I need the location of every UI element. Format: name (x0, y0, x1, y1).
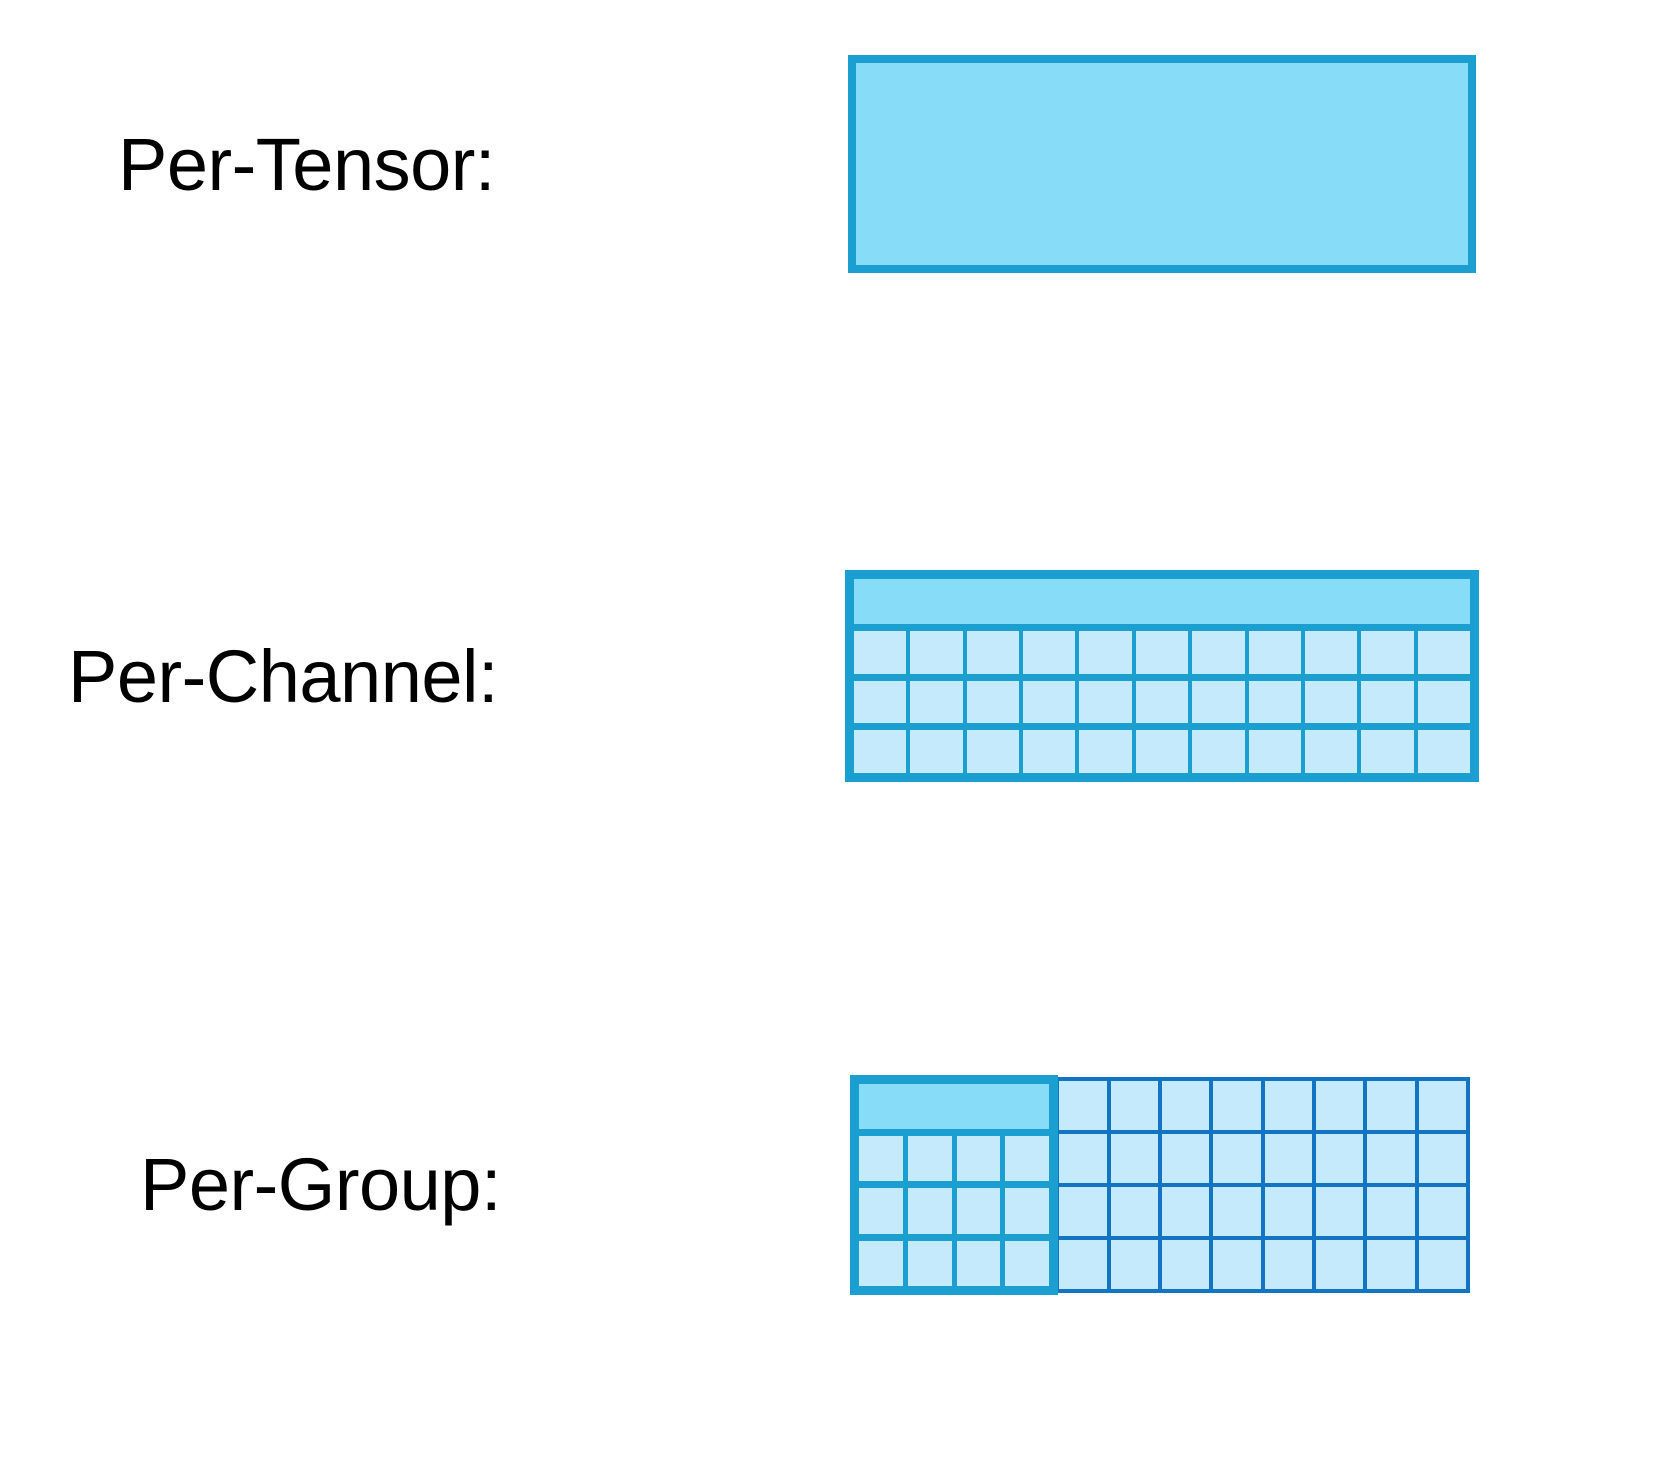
grid-cell (1304, 631, 1358, 674)
per-group-label: Per-Group: (140, 1143, 502, 1226)
grid-cell (1023, 631, 1076, 674)
per-group-highlighted-group (850, 1075, 1058, 1295)
grid-cell (907, 1136, 952, 1182)
grid-cell (966, 730, 1020, 774)
grid-cell (1264, 1081, 1312, 1130)
grid-cell (966, 680, 1020, 724)
grid-cell (1161, 1240, 1210, 1289)
grid-cell (1192, 631, 1245, 674)
grid-cell (1005, 1240, 1049, 1286)
grid-cell (1418, 1134, 1466, 1183)
grid-cell (1213, 1187, 1261, 1236)
grid-cell (1417, 730, 1470, 774)
per-channel-grid-row (854, 631, 1470, 674)
grid-cell (1213, 1240, 1261, 1289)
grid-cell (1315, 1134, 1364, 1183)
grid-cell (859, 1136, 903, 1182)
per-tensor-label: Per-Tensor: (118, 123, 495, 206)
grid-cell (1192, 730, 1245, 774)
grid-cell (1213, 1134, 1261, 1183)
grid-cell (1367, 1187, 1415, 1236)
per-group-group-row (859, 1136, 1049, 1182)
grid-cell (1264, 1240, 1312, 1289)
grid-cell (1418, 1081, 1466, 1130)
per-group-highlighted-group-row (859, 1084, 1049, 1129)
grid-cell (1161, 1081, 1210, 1130)
grid-cell (1417, 680, 1470, 724)
grid-cell (907, 1240, 952, 1286)
grid-cell (859, 1188, 903, 1234)
grid-cell (859, 1240, 903, 1286)
grid-cell (1079, 631, 1132, 674)
grid-cell (1023, 730, 1076, 774)
grid-cell (1110, 1187, 1158, 1236)
grid-cell (1418, 1187, 1466, 1236)
grid-cell (1367, 1134, 1415, 1183)
grid-cell (1248, 680, 1301, 724)
grid-cell (854, 730, 907, 774)
grid-cell (854, 680, 907, 724)
grid-cell (910, 631, 963, 674)
grid-cell (956, 1136, 1001, 1182)
per-group-tensor-shape (850, 1075, 1470, 1295)
grid-cell (956, 1188, 1001, 1234)
grid-cell (1248, 730, 1301, 774)
per-channel-grid-row (854, 730, 1470, 774)
grid-cell (1110, 1081, 1158, 1130)
grid-cell (1059, 1240, 1107, 1289)
grid-cell (1361, 631, 1414, 674)
grid-cell (910, 730, 963, 774)
per-channel-tensor-shape (845, 570, 1479, 782)
grid-cell (1161, 1187, 1210, 1236)
grid-cell (1213, 1081, 1261, 1130)
grid-cell (1315, 1187, 1364, 1236)
grid-cell (1135, 730, 1189, 774)
per-tensor-tensor-shape (848, 55, 1476, 273)
per-channel-grid (854, 631, 1470, 774)
per-channel-grid-row (854, 680, 1470, 724)
grid-cell (1367, 1240, 1415, 1289)
grid-cell (907, 1188, 952, 1234)
grid-cell (1161, 1134, 1210, 1183)
grid-cell (854, 631, 907, 674)
grid-cell (966, 631, 1020, 674)
grid-cell (1110, 1134, 1158, 1183)
grid-cell (1361, 730, 1414, 774)
grid-cell (1059, 1187, 1107, 1236)
grid-cell (1192, 680, 1245, 724)
grid-cell (1059, 1134, 1107, 1183)
per-channel-highlighted-channel (854, 579, 1470, 624)
grid-cell (1023, 680, 1076, 724)
grid-cell (1005, 1188, 1049, 1234)
grid-cell (1005, 1136, 1049, 1182)
per-group-group-row (859, 1240, 1049, 1286)
grid-cell (1315, 1081, 1364, 1130)
per-group-group-row (859, 1188, 1049, 1234)
grid-cell (910, 680, 963, 724)
grid-cell (1264, 1134, 1312, 1183)
grid-cell (1304, 680, 1358, 724)
grid-cell (1367, 1081, 1415, 1130)
grid-cell (1110, 1240, 1158, 1289)
grid-cell (1135, 680, 1189, 724)
per-channel-label: Per-Channel: (68, 635, 499, 718)
grid-cell (1079, 680, 1132, 724)
grid-cell (1315, 1240, 1364, 1289)
grid-cell (1304, 730, 1358, 774)
grid-cell (956, 1240, 1001, 1286)
grid-cell (1417, 631, 1470, 674)
grid-cell (1361, 680, 1414, 724)
grid-cell (1059, 1081, 1107, 1130)
grid-cell (1264, 1187, 1312, 1236)
grid-cell (1248, 631, 1301, 674)
grid-cell (1135, 631, 1189, 674)
grid-cell (1079, 730, 1132, 774)
grid-cell (1418, 1240, 1466, 1289)
